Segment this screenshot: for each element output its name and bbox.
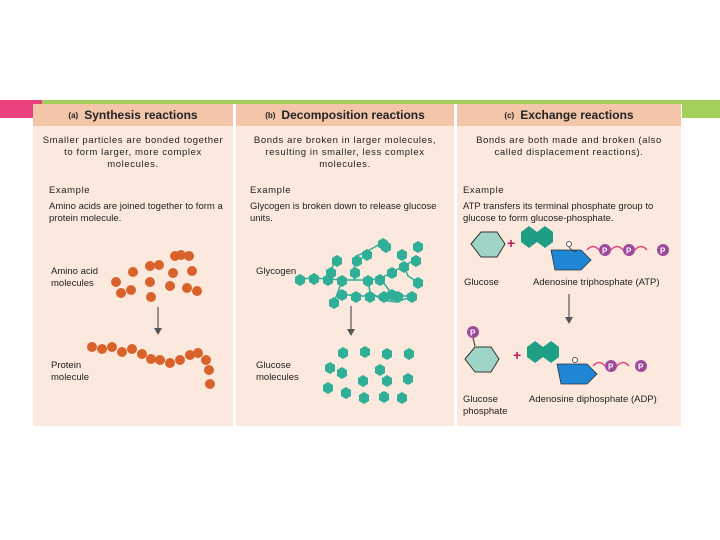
amino-acid	[111, 277, 121, 287]
reaction-arrow	[565, 294, 573, 324]
panel-title: Exchange reactions	[520, 108, 634, 122]
accent-bar-green	[682, 100, 720, 118]
amino-acid-label: Amino acid molecules	[51, 266, 98, 289]
example-label: Example	[49, 185, 91, 196]
amino-acid	[154, 260, 164, 270]
atp-label: Adenosine triphosphate (ATP)	[533, 277, 660, 288]
glucose-units	[323, 346, 414, 404]
panel-title: Synthesis reactions	[84, 108, 198, 122]
phosphate-label: P	[608, 363, 614, 372]
phosphate-label: P	[626, 247, 632, 256]
amino-acid	[126, 285, 136, 295]
reaction-arrow	[154, 307, 162, 335]
phosphate-label: P	[602, 247, 608, 256]
panel-letter: (b)	[265, 110, 276, 120]
amino-acid	[168, 268, 178, 278]
panel-header: (a) Synthesis reactions	[33, 104, 233, 126]
amino-acid	[184, 251, 194, 261]
amino-acid	[176, 250, 186, 260]
glucose-label: Glucose	[464, 277, 499, 288]
phosphate-label: P	[638, 363, 644, 372]
example-label: Example	[250, 185, 292, 196]
example-text: ATP transfers its terminal phosphate gro…	[463, 201, 654, 224]
phosphate-label: P	[660, 247, 666, 256]
amino-acid-molecules	[111, 250, 202, 302]
glycogen-units	[295, 238, 423, 309]
amino-acid	[192, 286, 202, 296]
amino-acid	[116, 288, 126, 298]
synthesis-panel: (a) Synthesis reactions Smaller particle…	[33, 104, 233, 426]
glucose-phosphate-molecule: P	[464, 326, 500, 373]
reaction-arrow	[347, 306, 355, 336]
plus-sign: +	[507, 235, 515, 251]
synthesis-illustration	[87, 250, 215, 389]
panel-letter: (a)	[68, 110, 79, 120]
decomposition-illustration	[295, 238, 423, 404]
amino-acid	[187, 266, 197, 276]
plus-sign: +	[513, 347, 521, 363]
glucose-molecules-label: Glucose molecules	[256, 360, 299, 383]
example-text: Glycogen is broken down to release gluco…	[250, 201, 437, 224]
example-text: Amino acids are joined together to form …	[49, 201, 223, 224]
panel-description: Bonds are both made and broken (also cal…	[476, 135, 662, 158]
glucose-molecule	[470, 231, 506, 258]
glycogen-label: Glycogen	[256, 266, 297, 277]
panel-title: Decomposition reactions	[281, 108, 425, 122]
phosphate-label: P	[470, 329, 476, 338]
amino-acid	[128, 267, 138, 277]
panel-description: Smaller particles are bonded together to…	[42, 135, 224, 170]
accent-line-green	[42, 100, 720, 104]
amino-acid	[165, 281, 175, 291]
example-label: Example	[463, 185, 505, 196]
panel-letter: (c)	[504, 110, 515, 120]
protein-chain	[87, 342, 215, 389]
panel-header: (b) Decomposition reactions	[236, 104, 454, 126]
accent-bar-pink	[0, 100, 42, 118]
decomposition-panel: (b) Decomposition reactions Bonds are br…	[236, 104, 454, 426]
amino-acid	[145, 277, 155, 287]
protein-label: Protein molecule	[51, 360, 90, 383]
glucose-phosphate-label: Glucose phosphate	[463, 394, 508, 417]
atp-molecule: P P P	[521, 226, 669, 271]
amino-acid	[145, 261, 155, 271]
exchange-illustration: + P P P P +	[464, 226, 669, 385]
adp-label: Adenosine diphosphate (ADP)	[529, 394, 657, 405]
amino-acid	[182, 283, 192, 293]
panel-description: Bonds are broken in larger molecules, re…	[253, 135, 437, 170]
panel-header: (c) Exchange reactions	[457, 104, 681, 126]
amino-acid	[146, 292, 156, 302]
adp-molecule: P P	[527, 341, 647, 385]
exchange-panel: (c) Exchange reactions Bonds are both ma…	[457, 104, 681, 426]
